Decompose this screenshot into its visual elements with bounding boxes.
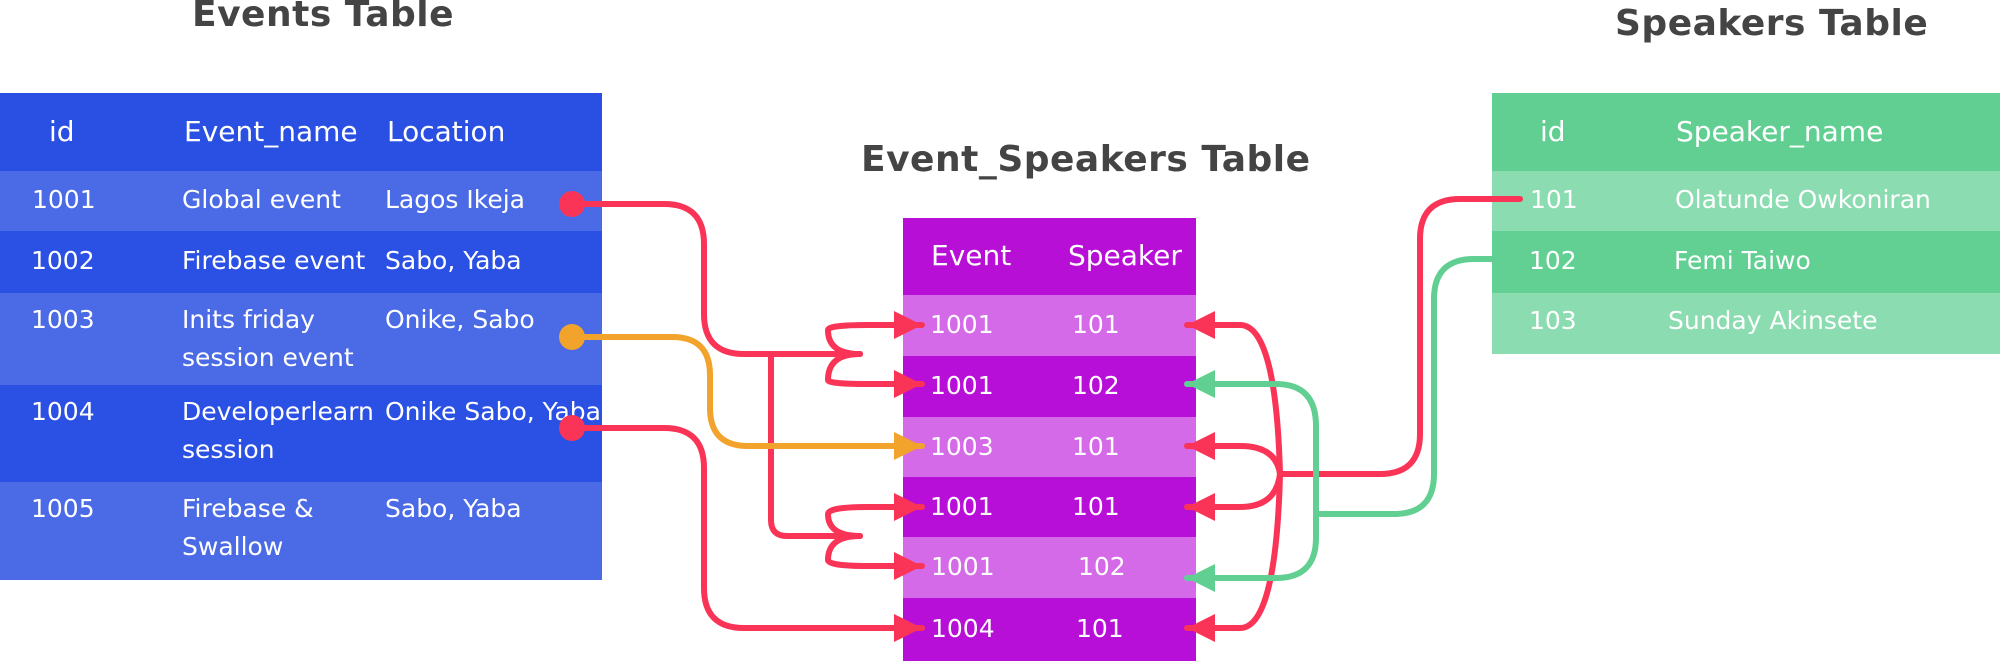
connector-event-1001 bbox=[569, 201, 863, 357]
table-row: 1005 Firebase & Swallow Sabo, Yaba bbox=[0, 482, 602, 580]
event-location: Onike, Sabo bbox=[385, 305, 535, 334]
table-row: 1001 Global event Lagos Ikeja bbox=[0, 171, 602, 231]
table-row: 103 Sunday Akinsete bbox=[1492, 293, 2000, 354]
connector-speaker-102-to-row-5 bbox=[1184, 511, 1319, 592]
junction-speaker-id: 101 bbox=[1072, 492, 1120, 521]
event-speakers-table-header: Event Speaker bbox=[903, 218, 1196, 295]
event-id: 1005 bbox=[31, 494, 95, 523]
event-name: Inits friday session event bbox=[182, 305, 354, 372]
event-name: Firebase event bbox=[182, 246, 366, 275]
event-speakers-table-title: Event_Speakers Table bbox=[861, 139, 1311, 180]
event-speakers-header-event: Event bbox=[931, 239, 1012, 272]
speaker-id: 102 bbox=[1529, 246, 1577, 275]
event-speakers-header-speaker: Speaker bbox=[1068, 239, 1182, 272]
events-header-event-name: Event_name bbox=[184, 115, 358, 148]
speaker-name: Femi Taiwo bbox=[1674, 246, 1811, 275]
event-location: Onike Sabo, Yaba bbox=[385, 397, 601, 426]
junction-speaker-id: 101 bbox=[1072, 432, 1120, 461]
table-row: 1003 Inits friday session event Onike, S… bbox=[0, 293, 602, 385]
connector-event-1004 bbox=[569, 425, 925, 642]
event-name: Firebase & Swallow bbox=[182, 494, 314, 561]
connector-speaker-101 bbox=[1277, 196, 1523, 477]
speaker-name: Sunday Akinsete bbox=[1668, 306, 1878, 335]
junction-speaker-id: 101 bbox=[1076, 614, 1124, 643]
table-row: 1004 Developerlearn session Onike Sabo, … bbox=[0, 385, 602, 482]
connector-speaker-102 bbox=[1313, 256, 1495, 517]
connector-speaker-101-to-row-6 bbox=[1184, 471, 1283, 642]
table-row: 1001 101 bbox=[903, 295, 1196, 356]
junction-speaker-id: 101 bbox=[1072, 310, 1120, 339]
table-row: 1004 101 bbox=[903, 598, 1196, 661]
event-location: Sabo, Yaba bbox=[385, 494, 522, 523]
connector-event-1003 bbox=[569, 334, 925, 460]
event-name: Developerlearn session bbox=[182, 397, 374, 464]
junction-event-id: 1004 bbox=[931, 614, 995, 643]
table-row: 1002 Firebase event Sabo, Yaba bbox=[0, 231, 602, 293]
event-id: 1003 bbox=[31, 305, 95, 334]
connector-event-1001-to-row-1 bbox=[825, 311, 925, 357]
speaker-id: 101 bbox=[1530, 185, 1578, 214]
event-id: 1001 bbox=[32, 185, 96, 214]
speakers-header-speaker-name: Speaker_name bbox=[1676, 115, 1884, 148]
table-row: 1001 102 bbox=[903, 537, 1196, 598]
events-table-header: id Event_name Location bbox=[0, 93, 602, 171]
speakers-table: id Speaker_name 101 Olatunde Owkoniran 1… bbox=[1492, 93, 2000, 354]
connector-event-1001-drop bbox=[768, 351, 863, 539]
connector-event-1001-to-row-4 bbox=[825, 493, 925, 539]
connector-event-1001-to-row-5 bbox=[825, 533, 925, 580]
event-location: Lagos Ikeja bbox=[385, 185, 525, 214]
junction-speaker-id: 102 bbox=[1078, 552, 1126, 581]
speakers-header-id: id bbox=[1540, 115, 1566, 148]
events-header-location: Location bbox=[387, 115, 506, 148]
events-table: id Event_name Location 1001 Global event… bbox=[0, 93, 602, 580]
table-row: 102 Femi Taiwo bbox=[1492, 231, 2000, 293]
connector-dot-1003 bbox=[559, 324, 585, 350]
connector-speaker-101-to-row-3 bbox=[1184, 432, 1283, 477]
table-row: 1001 102 bbox=[903, 356, 1196, 417]
connector-speaker-101-to-row-1 bbox=[1184, 311, 1283, 477]
event-id: 1004 bbox=[31, 397, 95, 426]
table-row: 1003 101 bbox=[903, 417, 1196, 477]
connector-event-1001-to-row-2 bbox=[825, 351, 925, 398]
junction-event-id: 1001 bbox=[930, 310, 994, 339]
junction-event-id: 1001 bbox=[930, 492, 994, 521]
junction-speaker-id: 102 bbox=[1072, 371, 1120, 400]
connector-dot-1004 bbox=[559, 415, 585, 441]
connector-dot-1001 bbox=[559, 191, 585, 217]
speaker-name: Olatunde Owkoniran bbox=[1675, 185, 1931, 214]
junction-event-id: 1001 bbox=[930, 371, 994, 400]
events-table-title: Events Table bbox=[192, 0, 455, 35]
events-header-id: id bbox=[49, 115, 75, 148]
event-id: 1002 bbox=[31, 246, 95, 275]
table-row: 1001 101 bbox=[903, 477, 1196, 537]
junction-event-id: 1001 bbox=[931, 552, 995, 581]
event-location: Sabo, Yaba bbox=[385, 246, 522, 275]
speaker-id: 103 bbox=[1529, 306, 1577, 335]
connector-speaker-102-to-row-2 bbox=[1184, 370, 1319, 517]
connector-speaker-101-to-row-4 bbox=[1184, 471, 1283, 521]
table-row: 101 Olatunde Owkoniran bbox=[1492, 171, 2000, 231]
junction-event-id: 1003 bbox=[930, 432, 994, 461]
event-speakers-table: Event Speaker 1001 101 1001 102 1003 101… bbox=[903, 218, 1196, 661]
speakers-table-title: Speakers Table bbox=[1615, 3, 1929, 44]
event-name: Global event bbox=[182, 185, 341, 214]
speakers-table-header: id Speaker_name bbox=[1492, 93, 2000, 171]
